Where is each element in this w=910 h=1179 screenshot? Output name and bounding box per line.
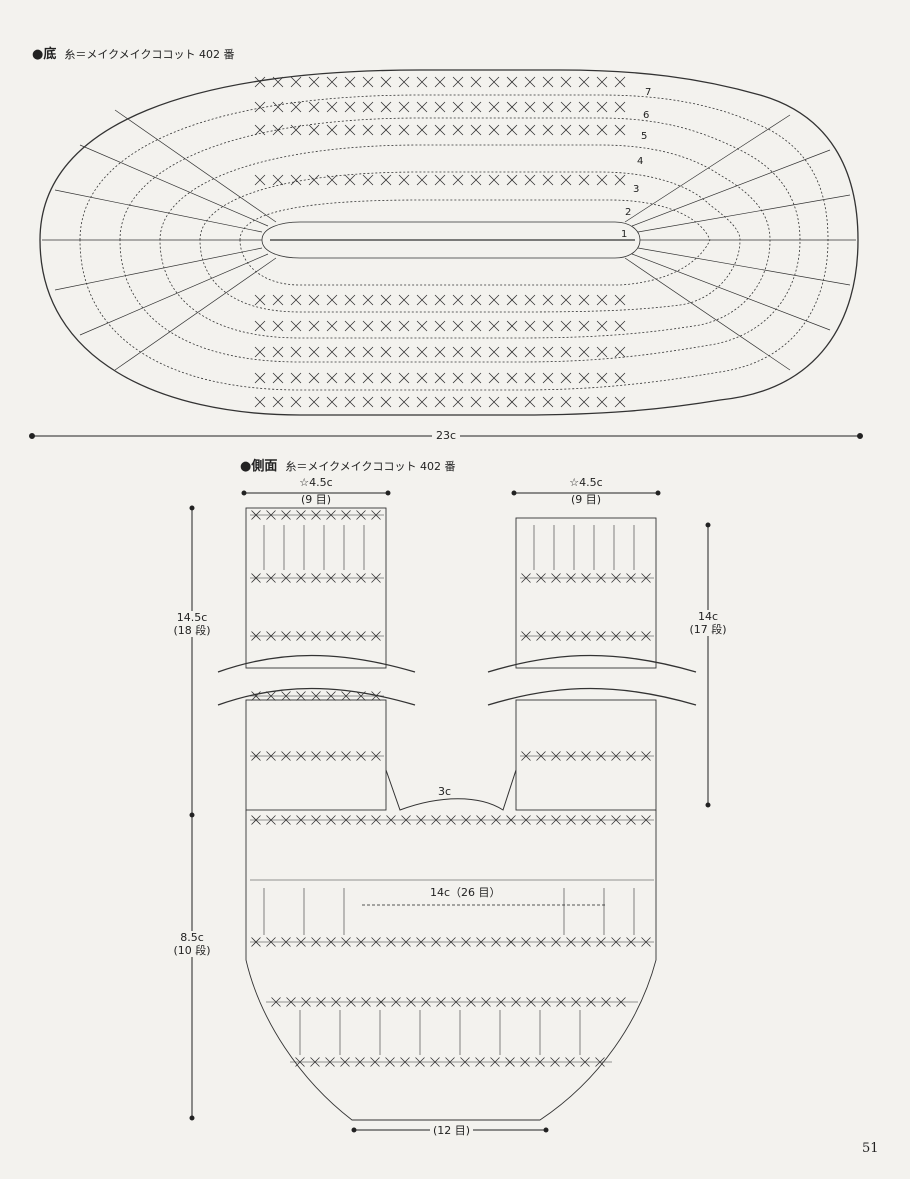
right-size: 14c [697, 610, 719, 623]
page-number: 51 [862, 1141, 879, 1156]
stitch-marks [251, 76, 651, 1067]
side-bottom-label: (12 目) [430, 1124, 474, 1137]
round-label-4: 4 [637, 156, 644, 167]
sole-title: ●底糸＝メイクメイクココット 402 番 [32, 48, 234, 62]
sole-chart [39, 69, 859, 416]
sole-width-label: 23c [432, 429, 461, 442]
round-label-5: 5 [641, 131, 648, 142]
top-left-size: ☆4.5c [299, 476, 333, 489]
side-chart [217, 507, 697, 1121]
side-middle-label: 14c（26 目） [430, 886, 501, 899]
right-rows: (17 段) [689, 623, 727, 636]
round-label-7: 7 [645, 87, 652, 98]
round-label-6: 6 [643, 110, 650, 121]
side-top-left-dimension: ☆4.5c (9 目) [296, 476, 336, 506]
left-lower-size: 8.5c [180, 931, 204, 944]
side-top-right-dimension: ☆4.5c (9 目) [566, 476, 606, 506]
sole-thread: 糸＝メイクメイクココット 402 番 [64, 48, 235, 61]
sole-title-text: ●底 [32, 47, 57, 62]
top-left-count: (9 目) [300, 493, 332, 506]
side-title: ●側面糸＝メイクメイクココット 402 番 [240, 460, 455, 474]
side-gap-label: 3c [438, 785, 452, 798]
left-lower-rows: (10 段) [173, 944, 211, 957]
side-dimensions [189, 490, 711, 1133]
round-label-3: 3 [633, 184, 640, 195]
side-title-text: ●側面 [240, 459, 278, 474]
top-right-size: ☆4.5c [569, 476, 603, 489]
side-right-dimension: 14c (17 段) [684, 610, 732, 636]
side-left-upper-dimension: 14.5c (18 段) [168, 611, 216, 637]
side-left-lower-dimension: 8.5c (10 段) [168, 931, 216, 957]
round-label-1: 1 [621, 229, 628, 240]
side-thread: 糸＝メイクメイクココット 402 番 [285, 460, 456, 473]
left-upper-rows: (18 段) [173, 624, 211, 637]
round-label-2: 2 [625, 207, 632, 218]
top-right-count: (9 目) [570, 493, 602, 506]
left-upper-size: 14.5c [176, 611, 208, 624]
